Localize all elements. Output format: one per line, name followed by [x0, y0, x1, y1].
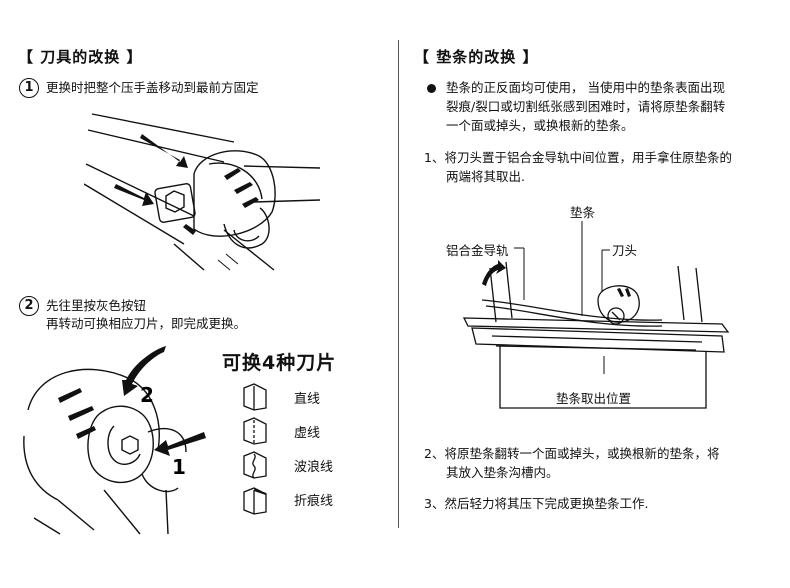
- straight-blade-icon: [243, 383, 267, 411]
- blade-list: 直线 虚线 波浪线 折痕线: [240, 376, 390, 526]
- column-divider: [398, 40, 399, 528]
- strip-step-2-line-2: 其放入垫条沟槽内。: [446, 465, 559, 480]
- dashed-blade-icon: [243, 417, 267, 445]
- wave-blade-icon: [243, 451, 267, 479]
- crease-blade-icon: [243, 487, 267, 515]
- strip-step-2-line-1: 2、将原垫条翻转一个面或掉头，或换根新的垫条，将: [424, 446, 720, 461]
- figure-number-1: 1: [172, 455, 186, 479]
- step-2-line-2: 再转动可换相应刀片，即完成更换。: [46, 316, 247, 331]
- intro-line-2: 裂痕/裂口或切割纸张感到困难时，请将原垫条翻转: [446, 99, 726, 114]
- callout-rail: 铝合金导轨: [446, 240, 509, 259]
- step-2-line-1: 先往里按灰色按钮: [46, 298, 147, 313]
- intro-line-3: 一个面或掉头，或换根新的垫条。: [446, 118, 634, 133]
- left-heading: 【 刀具的改换 】: [18, 48, 143, 66]
- step-2-number: 2: [19, 296, 39, 316]
- step-1-number: 1: [19, 78, 39, 98]
- strip-step-3: 3、然后轻力将其压下完成更换垫条工作.: [424, 496, 649, 511]
- blade-label-wave: 波浪线: [294, 460, 334, 475]
- right-heading: 【 垫条的改换 】: [414, 48, 539, 66]
- callout-remove-position: 垫条取出位置: [556, 388, 632, 407]
- blade-rotation-illustration: 2 1: [23, 346, 206, 535]
- step-1-text: 更换时把整个压手盖移动到最前方固定: [46, 80, 259, 95]
- blade-label-crease: 折痕线: [294, 494, 334, 509]
- strip-removal-illustration: [462, 218, 730, 409]
- strip-step-1-line-1: 1、将刀头置于铝合金导轨中间位置，用手拿住原垫条的: [424, 150, 732, 165]
- blade-types-title: 可换4种刀片: [222, 352, 337, 374]
- strip-step-1-line-2: 两端将其取出.: [446, 169, 525, 184]
- callout-head: 刀头: [612, 240, 638, 259]
- figure-number-2: 2: [140, 383, 154, 407]
- intro-line-1: 垫条的正反面均可使用， 当使用中的垫条表面出现: [446, 80, 725, 95]
- blade-label-straight: 直线: [294, 392, 321, 407]
- callout-strip: 垫条: [570, 202, 596, 221]
- bullet-point: [427, 84, 436, 93]
- blade-label-dashed: 虚线: [294, 426, 321, 441]
- cutter-head-illustration: [84, 113, 321, 271]
